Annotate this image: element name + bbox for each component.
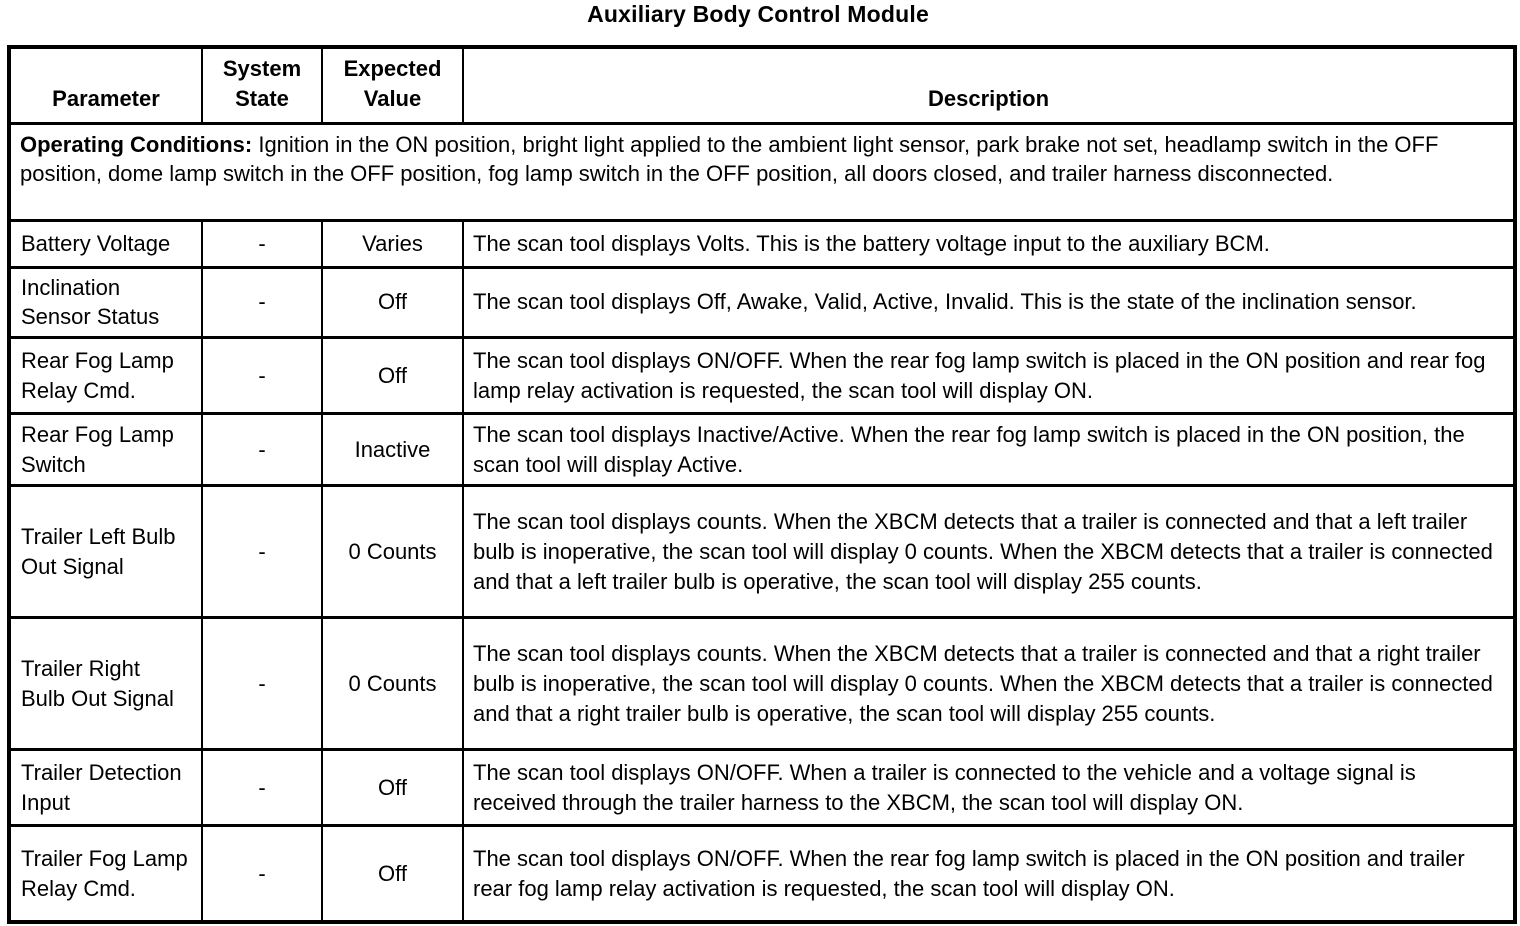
system-state-cell: - (201, 616, 323, 752)
system-state-cell: - (201, 336, 323, 416)
description-cell: The scan tool displays Volts. This is th… (462, 218, 1516, 269)
column-header-system-state: System State (201, 45, 323, 125)
parameter-cell: Trailer Right Bulb Out Signal (8, 616, 203, 752)
operating-conditions-row: Operating Conditions: Ignition in the ON… (8, 121, 1516, 222)
expected-value-cell: 0 Counts (321, 616, 464, 752)
parameter-cell: Trailer Detection Input (8, 748, 203, 828)
parameter-cell: Inclination Sensor Status (8, 265, 203, 340)
expected-value-cell: 0 Counts (321, 484, 464, 620)
table-row: Inclination Sensor Status - Off The scan… (8, 265, 1516, 340)
column-header-description: Description (462, 45, 1516, 125)
column-header-parameter: Parameter (8, 45, 203, 125)
expected-value-cell: Off (321, 336, 464, 416)
system-state-cell: - (201, 748, 323, 828)
operating-conditions-text: Ignition in the ON position, bright ligh… (20, 131, 1439, 187)
description-cell: The scan tool displays Inactive/Active. … (462, 412, 1516, 488)
table-header-row: Parameter System State Expected Value De… (8, 45, 1516, 125)
column-header-expected-value: Expected Value (321, 45, 464, 125)
page-title: Auxiliary Body Control Module (587, 1, 929, 27)
description-cell: The scan tool displays Off, Awake, Valid… (462, 265, 1516, 340)
table-row: Battery Voltage - Varies The scan tool d… (8, 218, 1516, 269)
expected-value-cell: Off (321, 265, 464, 340)
expected-value-cell: Off (321, 748, 464, 828)
table-row: Trailer Right Bulb Out Signal - 0 Counts… (8, 616, 1516, 752)
description-cell: The scan tool displays counts. When the … (462, 616, 1516, 752)
system-state-cell: - (201, 484, 323, 620)
parameter-cell: Trailer Left Bulb Out Signal (8, 484, 203, 620)
system-state-cell: - (201, 218, 323, 269)
parameter-cell: Rear Fog Lamp Switch (8, 412, 203, 488)
table-row: Trailer Detection Input - Off The scan t… (8, 748, 1516, 828)
description-cell: The scan tool displays ON/OFF. When a tr… (462, 748, 1516, 828)
table-row: Trailer Fog Lamp Relay Cmd. - Off The sc… (8, 824, 1516, 924)
description-cell: The scan tool displays ON/OFF. When the … (462, 336, 1516, 416)
expected-value-cell: Off (321, 824, 464, 924)
operating-conditions-label: Operating Conditions: (20, 131, 253, 157)
parameter-cell: Battery Voltage (8, 218, 203, 269)
expected-value-cell: Inactive (321, 412, 464, 488)
table-row: Rear Fog Lamp Switch - Inactive The scan… (8, 412, 1516, 488)
table-row: Trailer Left Bulb Out Signal - 0 Counts … (8, 484, 1516, 620)
system-state-cell: - (201, 265, 323, 340)
table-row: Rear Fog Lamp Relay Cmd. - Off The scan … (8, 336, 1516, 416)
expected-value-cell: Varies (321, 218, 464, 269)
description-cell: The scan tool displays counts. When the … (462, 484, 1516, 620)
operating-conditions-cell: Operating Conditions: Ignition in the ON… (8, 121, 1516, 222)
system-state-cell: - (201, 412, 323, 488)
description-cell: The scan tool displays ON/OFF. When the … (462, 824, 1516, 924)
parameter-cell: Trailer Fog Lamp Relay Cmd. (8, 824, 203, 924)
system-state-cell: - (201, 824, 323, 924)
parameters-table: Parameter System State Expected Value De… (7, 45, 1517, 924)
parameter-cell: Rear Fog Lamp Relay Cmd. (8, 336, 203, 416)
